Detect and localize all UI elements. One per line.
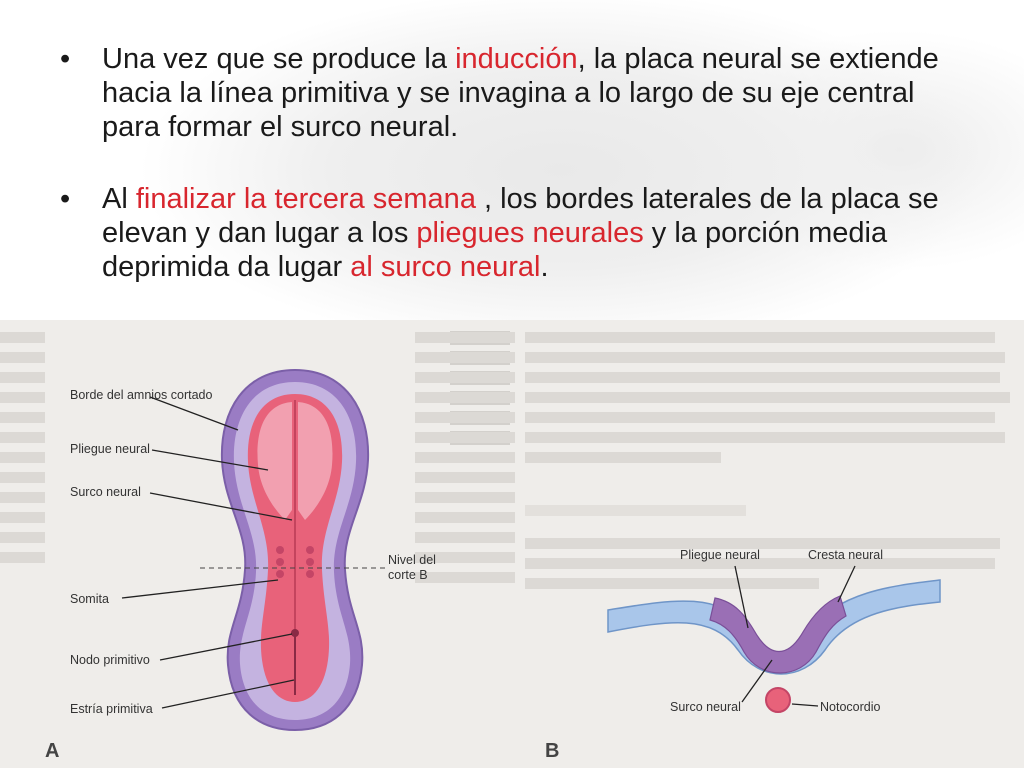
highlight-induccion: inducción <box>455 43 578 75</box>
text-segment: y la porción media deprimida da lugar <box>102 217 888 283</box>
figure-b-cross-section <box>607 565 941 713</box>
scanned-page <box>0 320 1024 768</box>
label-pliegue-neural-a: Pliegue neural <box>70 442 150 456</box>
label-borde-amnios: Borde del amnios cortado <box>70 388 213 402</box>
faded-lines-left-edge <box>0 328 45 572</box>
somites <box>276 546 314 578</box>
label-nivel-corte: Nivel del corte B <box>388 553 436 582</box>
panel-letter-a: A <box>45 740 60 762</box>
text-segment: . <box>540 251 549 283</box>
bullet-item-1: • Una vez que se produce la inducción, l… <box>60 42 970 144</box>
highlight-tercera-semana: finalizar la tercera semana <box>135 183 476 215</box>
faded-lines-center <box>415 328 515 592</box>
label-somita: Somita <box>70 592 109 606</box>
faded-lines-right <box>525 328 1015 598</box>
label-cresta-neural: Cresta neural <box>808 548 884 562</box>
label-surco-neural-a: Surco neural <box>70 485 141 499</box>
bullet-item-2: • Al finalizar la tercera semana , los b… <box>60 182 970 284</box>
label-surco-neural-b: Surco neural <box>670 700 741 714</box>
figure-a-leaders <box>121 396 295 709</box>
text-segment: Una vez que se produce la <box>102 43 456 75</box>
bullet-list: • Una vez que se produce la inducción, l… <box>60 42 970 322</box>
neural-plate-section <box>709 595 847 674</box>
highlight-pliegues-neurales: pliegues neurales <box>416 217 644 249</box>
notochord <box>765 687 791 713</box>
neural-fold-left <box>257 402 292 520</box>
label-nodo-primitivo: Nodo primitivo <box>70 653 150 667</box>
label-notocordio: Notocordio <box>820 700 881 714</box>
background-texture <box>0 0 1024 330</box>
panel-letter-b: B <box>545 740 560 762</box>
figure-a-embryo <box>121 368 385 732</box>
bullet-dot: • <box>60 43 71 75</box>
text-segment: , los bordes laterales de la placa se el… <box>102 183 939 249</box>
highlight-surco-neural: al surco neural <box>350 251 541 283</box>
bullet-dot: • <box>60 183 71 215</box>
label-estria-primitiva: Estría primitiva <box>70 702 153 716</box>
label-pliegue-neural-b: Pliegue neural <box>680 548 760 562</box>
text-segment: Al <box>102 183 136 215</box>
neural-fold-right <box>298 402 333 520</box>
figure-b-leaders <box>734 565 856 707</box>
text-segment: , la placa neural se extiende hacia la l… <box>102 43 939 143</box>
primitive-node <box>291 629 299 637</box>
